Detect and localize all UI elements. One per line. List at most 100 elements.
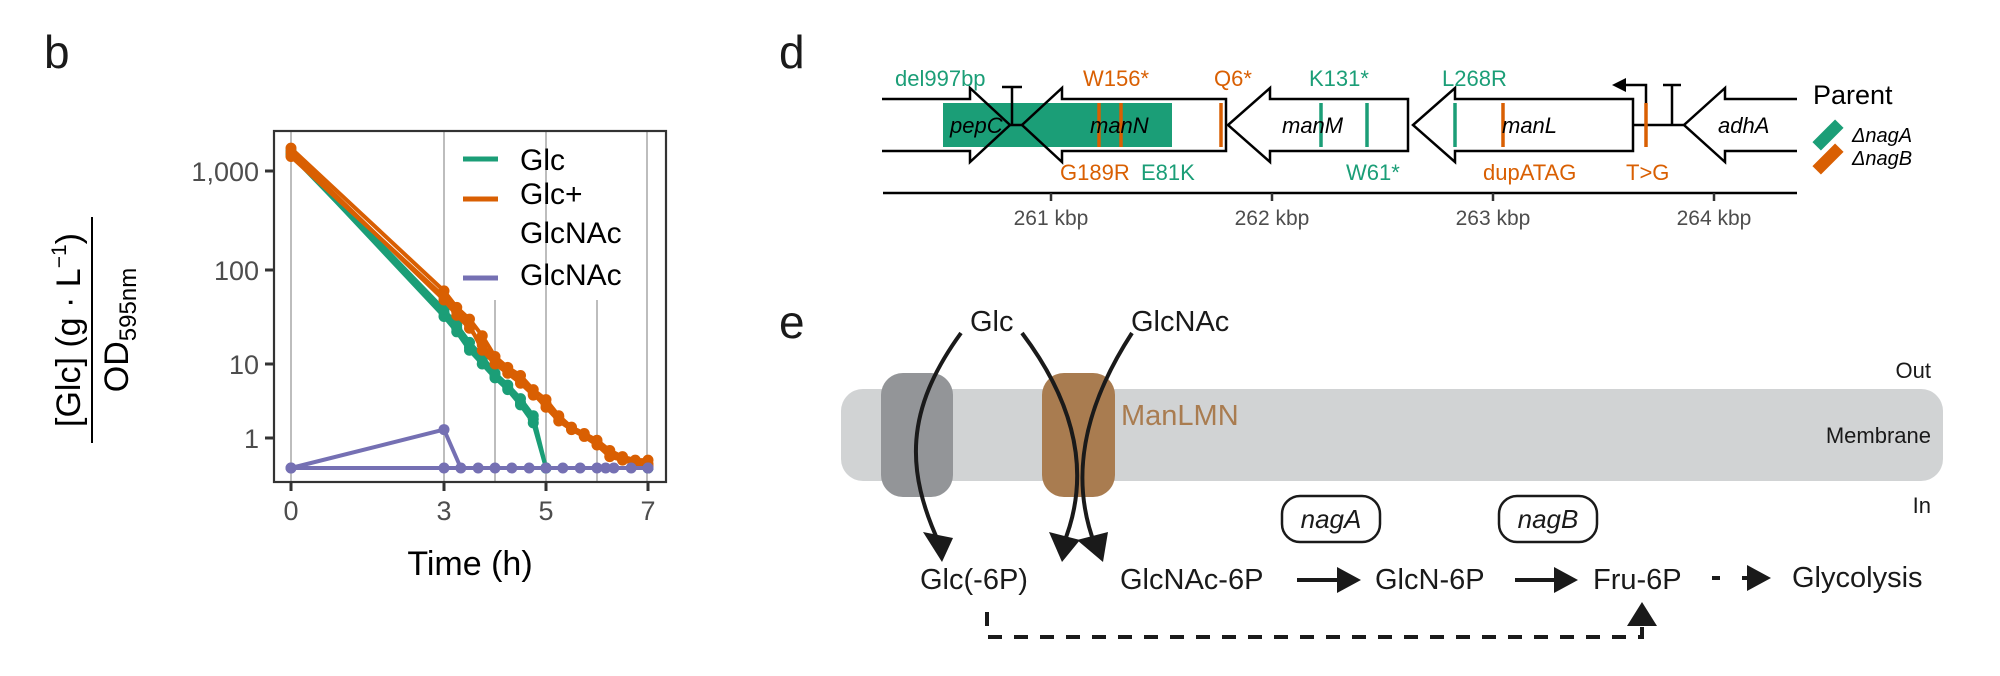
arrowhead-icon (1747, 565, 1771, 591)
glc-manlmn-curve (1020, 331, 1080, 546)
data-point (451, 319, 463, 331)
plot-border (272, 129, 668, 484)
data-point (285, 151, 297, 163)
metabolite-glcnac-6p: GlcNAc-6P (1120, 564, 1263, 596)
mutation-label-q6: Q6* (1214, 66, 1252, 91)
bypass-dashed-path (985, 612, 1644, 639)
metabolite-glycolysis: Glycolysis (1792, 562, 1923, 594)
mutation-label-tg: T>G (1626, 160, 1669, 185)
mutation-label-l268r: L268R (1442, 66, 1507, 91)
x-tick-label: 3 (436, 496, 451, 526)
mutation-label-g189r: G189R (1060, 160, 1130, 185)
data-point (502, 379, 514, 391)
gene-arrow-adha (1682, 85, 1797, 165)
panel-letter-d: d (779, 26, 805, 78)
arrowhead-icon (1554, 567, 1578, 593)
gene-arrow-manm (1226, 85, 1410, 165)
legend-label: Glc (520, 144, 565, 177)
y-axis-title-denominator: OD595nm (98, 268, 142, 392)
data-point (553, 411, 565, 423)
kbp-tick-label: 261 kbp (1014, 207, 1089, 230)
data-point (515, 377, 526, 389)
gene-label-mann: manN (1090, 113, 1149, 138)
data-point (591, 437, 603, 449)
enzyme-box-nag-a (1280, 494, 1382, 544)
legend-label: Glc+ (520, 178, 583, 211)
y-tick-label: 100 (214, 256, 259, 286)
data-point (464, 336, 475, 348)
arrowhead-icon (923, 532, 953, 562)
in-label: In (1913, 493, 1931, 518)
kbp-tick-label: 264 kbp (1677, 207, 1752, 230)
panel-letter-b: b (44, 26, 70, 78)
gene-map-legend: Parent ΔnagA ΔnagB (1812, 80, 1912, 175)
substrate-glc: Glc (970, 306, 1014, 338)
arrowhead-icon (1049, 532, 1080, 562)
data-point (502, 367, 514, 379)
gene-label-adha: adhA (1718, 113, 1769, 138)
terminator-icon (1002, 85, 1022, 125)
mutation-label-e81k: E81K (1141, 160, 1195, 185)
data-point (438, 424, 450, 436)
gene-label-pepc: pepC (949, 113, 1003, 138)
data-point (438, 304, 450, 316)
x-tick-label: 5 (538, 496, 553, 526)
gene-label-manl: manL (1502, 113, 1557, 138)
series-glc (285, 145, 654, 474)
data-point (604, 447, 616, 459)
series-glc-glcnac (285, 142, 654, 472)
promoter-arrow-icon (1612, 78, 1626, 92)
metabolite-fru-6p: Fru-6P (1593, 564, 1682, 596)
data-point (540, 398, 552, 410)
legend-label: GlcNAc (520, 217, 622, 250)
legend-label: GlcNAc (520, 259, 622, 292)
gene-arrow-manl (1411, 85, 1635, 165)
data-point (489, 367, 501, 379)
legend-title-parent: Parent (1813, 80, 1893, 110)
series-layer (285, 142, 654, 474)
data-point (617, 453, 628, 465)
gene-label-manm: manM (1282, 113, 1344, 138)
legend-label-nag-a: ΔnagA (1851, 125, 1912, 147)
legend-swatch-nag-b (1812, 143, 1844, 175)
membrane-label: Membrane (1826, 423, 1931, 448)
series-glcnac (285, 424, 654, 474)
data-point (578, 429, 590, 441)
data-point (642, 462, 654, 474)
y-axis-title-numerator: [Glc] (g · L−1) (48, 233, 88, 427)
data-point (527, 389, 539, 401)
kbp-tick-label: 263 kbp (1456, 207, 1531, 230)
kbp-tick-label: 262 kbp (1235, 207, 1310, 230)
gridlines (290, 131, 648, 482)
arrowhead-icon (1337, 567, 1361, 593)
terminator-icon (1663, 83, 1681, 125)
mutation-label-dupatag: dupATAG (1483, 160, 1576, 185)
data-point (451, 306, 463, 318)
deletion-block (943, 103, 1172, 147)
data-point (476, 344, 488, 356)
membrane-band (841, 389, 1943, 481)
gene-arrow-mann (1020, 85, 1228, 165)
arrowhead-icon (1627, 602, 1657, 626)
mutation-label-k131: K131* (1309, 66, 1369, 91)
enzyme-box-nag-b (1497, 494, 1599, 544)
x-axis-title: Time (h) (407, 545, 532, 583)
enzyme-label-nag-b: nagB (1518, 504, 1579, 534)
glcnac-manlmn-curve (1080, 331, 1134, 546)
mutation-label-w156: W156* (1083, 66, 1149, 91)
series-line (289, 146, 648, 463)
y-tick-label: 1,000 (191, 157, 259, 187)
arrowhead-icon (1077, 532, 1108, 562)
data-point (489, 358, 501, 370)
data-point (566, 422, 577, 434)
x-tick-label: 7 (640, 496, 655, 526)
y-tick-label: 1 (244, 424, 259, 454)
legend-swatch-nag-a (1812, 119, 1844, 151)
data-point (464, 319, 475, 331)
y-axis-title: [Glc] (g · L−1) OD595nm (48, 217, 142, 443)
